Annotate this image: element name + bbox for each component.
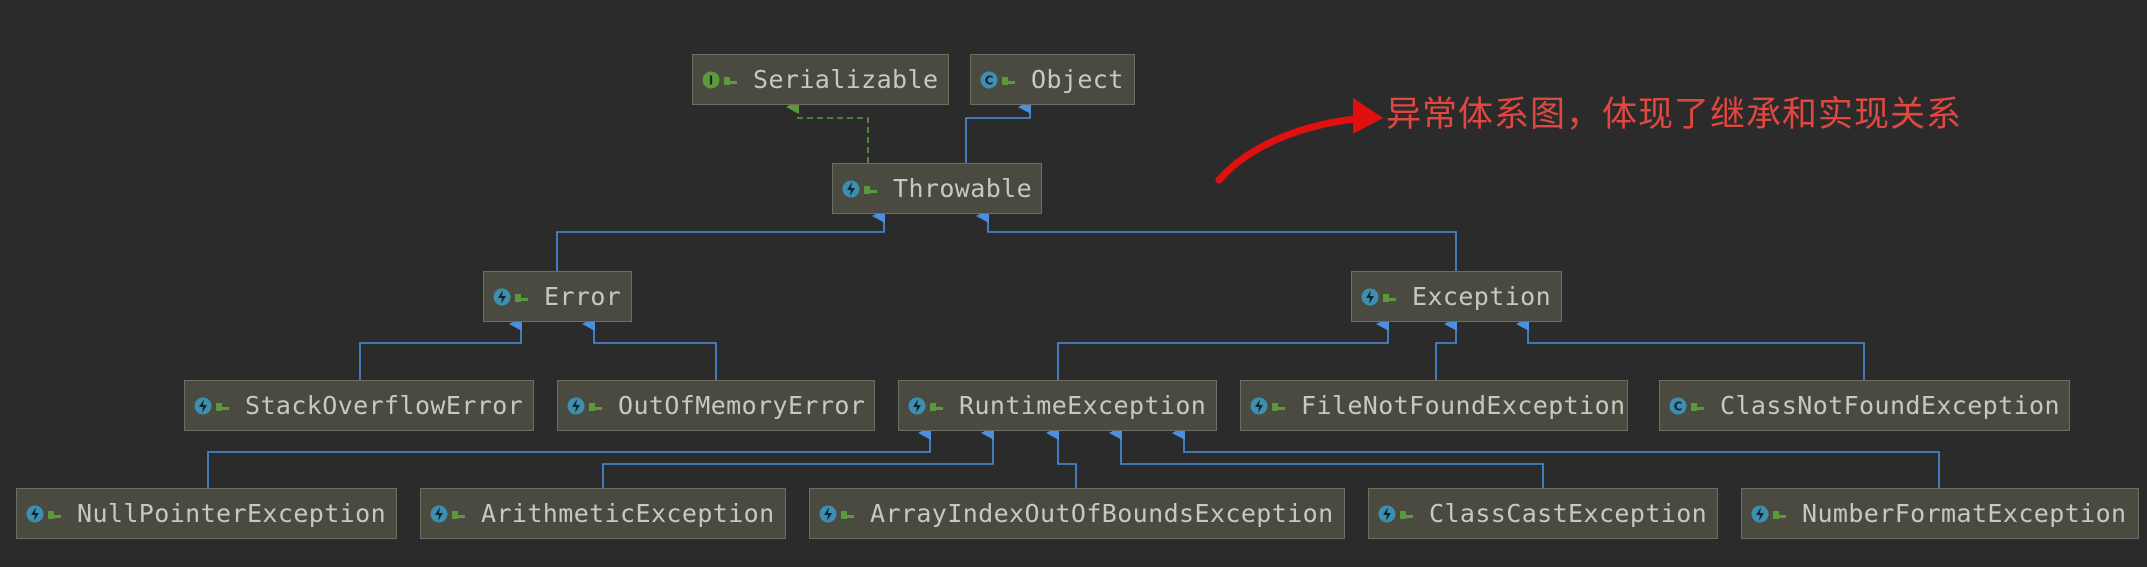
node-error[interactable]: Error (483, 271, 632, 322)
class-icon (908, 396, 946, 416)
node-label: FileNotFoundException (1301, 391, 1626, 420)
node-outofmemoryerror[interactable]: OutOfMemoryError (557, 380, 875, 431)
node-exception[interactable]: Exception (1351, 271, 1562, 322)
node-throwable[interactable]: Throwable (832, 163, 1042, 214)
edge-exception-extends-throwable (976, 209, 1457, 271)
edge-error-extends-throwable (556, 209, 885, 271)
class-icon (842, 179, 880, 199)
class-icon (493, 287, 531, 307)
edge-arrayindexoutofboundsexception-extends-runtimeexception (1046, 426, 1077, 488)
class-icon (1250, 396, 1288, 416)
node-label: Exception (1412, 282, 1552, 311)
interface-icon: I (702, 70, 740, 90)
svg-text:C: C (1674, 399, 1683, 413)
node-classcastexception[interactable]: ClassCastException (1368, 488, 1718, 539)
edge-filenotfoundexception-extends-exception (1435, 317, 1457, 380)
node-label: Serializable (753, 65, 939, 94)
class-icon: C (980, 70, 1018, 90)
node-classnotfoundexception[interactable]: C ClassNotFoundException (1659, 380, 2070, 431)
edge-runtimeexception-extends-exception (1057, 317, 1389, 380)
node-label: Error (544, 282, 622, 311)
node-runtimeexception[interactable]: RuntimeException (898, 380, 1217, 431)
node-label: ArrayIndexOutOfBoundsException (870, 499, 1334, 528)
edge-classnotfoundexception-extends-exception (1516, 317, 1865, 380)
annotation-text: 异常体系图，体现了继承和实现关系 (1386, 95, 1963, 135)
class-icon (1751, 504, 1789, 524)
node-numberformatexception[interactable]: NumberFormatException (1741, 488, 2139, 539)
node-label: ClassCastException (1429, 499, 1708, 528)
node-label: OutOfMemoryError (618, 391, 866, 420)
edge-outofmemoryerror-extends-error (582, 317, 717, 380)
svg-text:C: C (985, 73, 994, 87)
class-icon: C (1669, 396, 1707, 416)
svg-text:I: I (709, 73, 713, 87)
node-arrayindexoutofboundsexception[interactable]: ArrayIndexOutOfBoundsException (809, 488, 1345, 539)
node-label: NullPointerException (77, 499, 387, 528)
class-icon (1361, 287, 1399, 307)
node-label: ClassNotFoundException (1720, 391, 2060, 420)
node-label: NumberFormatException (1802, 499, 2127, 528)
edge-arithmeticexception-extends-runtimeexception (602, 426, 994, 488)
edge-throwable-extends-object (965, 100, 1031, 163)
class-icon (567, 396, 605, 416)
node-label: RuntimeException (959, 391, 1207, 420)
class-icon (430, 504, 468, 524)
edge-numberformatexception-extends-runtimeexception (1172, 426, 1940, 488)
edge-stackoverflowerror-extends-error (359, 317, 522, 380)
class-icon (1378, 504, 1416, 524)
node-arithmeticexception[interactable]: ArithmeticException (420, 488, 786, 539)
node-label: Object (1031, 65, 1124, 94)
node-object[interactable]: C Object (970, 54, 1135, 105)
node-nullpointerexception[interactable]: NullPointerException (16, 488, 397, 539)
node-label: StackOverflowError (245, 391, 524, 420)
class-icon (819, 504, 857, 524)
edge-throwable-implements-serializable (786, 100, 869, 163)
edge-classcastexception-extends-runtimeexception (1109, 426, 1544, 488)
node-stackoverflowerror[interactable]: StackOverflowError (184, 380, 534, 431)
class-icon (26, 504, 64, 524)
class-icon (194, 396, 232, 416)
node-filenotfoundexception[interactable]: FileNotFoundException (1240, 380, 1628, 431)
node-serializable[interactable]: I Serializable (692, 54, 949, 105)
node-label: Throwable (893, 174, 1033, 203)
edge-nullpointerexception-extends-runtimeexception (207, 426, 931, 488)
node-label: ArithmeticException (481, 499, 775, 528)
annotation-arrow-icon (1215, 98, 1383, 184)
